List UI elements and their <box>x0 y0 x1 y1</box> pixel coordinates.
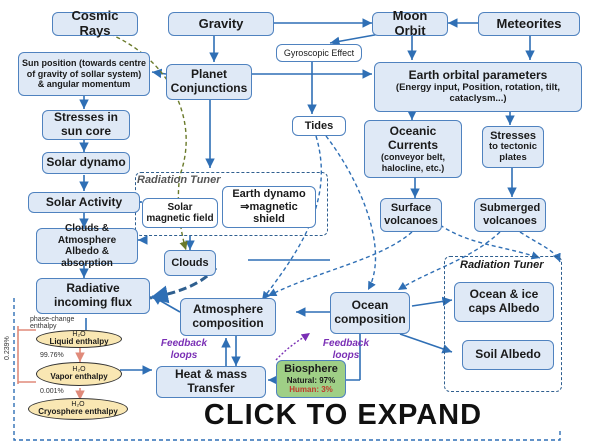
dashed-submerged-right <box>519 231 561 263</box>
node-earth-orbital-parameters[interactable]: Earth orbital parameters (Energy input, … <box>374 62 582 112</box>
node-ocean-ice-caps-albedo[interactable]: Ocean & ice caps Albedo <box>454 282 554 322</box>
node-soil-albedo[interactable]: Soil Albedo <box>462 340 554 370</box>
node-stresses-tectonic[interactable]: Stresses to tectonic plates <box>482 126 544 168</box>
dotted-biosphere-atmos <box>275 332 311 361</box>
node-surface-volcanoes[interactable]: Surface volcanoes <box>380 198 442 232</box>
phase-change-label: phase-change enthalpy <box>30 316 75 330</box>
node-gyroscopic-effect[interactable]: Gyroscopic Effect <box>276 44 362 62</box>
radiation-tuner-label-right: Radiation Tuner <box>460 259 544 271</box>
dashed-volcano-right <box>439 224 541 260</box>
feedback-loops-label-1: Feedback loops <box>160 338 208 361</box>
node-oceanic-currents[interactable]: Oceanic Currents (conveyor belt, halocli… <box>364 120 462 178</box>
dashed-cosmic-clouds <box>109 33 188 251</box>
pct-side: 0.239% <box>4 336 11 360</box>
feedback-loops-label-2: Feedback loops <box>322 338 370 361</box>
arrow-ocean-albedo <box>411 296 453 307</box>
node-stresses-sun-core[interactable]: Stresses in sun core <box>42 110 130 140</box>
dashed-bottom-loop <box>13 298 561 441</box>
node-heat-mass-transfer[interactable]: Heat & mass Transfer <box>156 366 266 398</box>
node-gravity[interactable]: Gravity <box>168 12 274 36</box>
node-tides[interactable]: Tides <box>292 116 346 136</box>
dashed-submerged-ocean <box>397 231 501 291</box>
node-cosmic-rays[interactable]: Cosmic Rays <box>52 8 138 38</box>
node-planet-conjunctions[interactable]: Planet Conjunctions <box>166 64 252 100</box>
node-sun-position[interactable]: Sun position (towards centre of gravity … <box>18 52 150 96</box>
node-earth-dynamo[interactable]: Earth dynamo ⇒magnetic shield <box>222 186 316 228</box>
node-solar-dynamo[interactable]: Solar dynamo <box>42 152 130 174</box>
node-atmosphere-composition[interactable]: Atmosphere composition <box>180 298 276 336</box>
arrow-ocean-soil <box>399 333 453 354</box>
node-solar-magnetic-field[interactable]: Solar magnetic field <box>142 198 218 228</box>
pct-liquid: 99.76% <box>40 352 64 359</box>
node-meteorites[interactable]: Meteorites <box>478 12 580 36</box>
dashed-volcano-atmos <box>267 231 413 297</box>
arrow-planets-sunpos <box>151 68 167 79</box>
node-ocean-composition[interactable]: Ocean composition <box>330 292 410 334</box>
oval-cryosphere-enthalpy[interactable]: H₂O Cryosphere enthalpy <box>28 398 128 420</box>
node-clouds-atmosphere-albedo[interactable]: Clouds & Atmosphere Albedo & absorption <box>36 223 138 269</box>
arrow-moon-gyro <box>329 33 381 47</box>
node-biosphere[interactable]: Biosphere Natural: 97% Human: 3% <box>276 360 346 398</box>
radiation-tuner-group-right <box>444 256 562 392</box>
node-moon-orbit[interactable]: Moon Orbit <box>372 8 448 38</box>
radiation-tuner-label-left: Radiation Tuner <box>137 174 221 186</box>
dashed-tides-atmos <box>261 135 322 301</box>
node-radiative-incoming-flux[interactable]: Radiative incoming flux <box>36 278 150 314</box>
pct-vapor: 0.001% <box>40 388 64 395</box>
node-submerged-volcanoes[interactable]: Submerged volcanoes <box>474 198 546 232</box>
oval-vapor-enthalpy[interactable]: H₂O Vapor enthalpy <box>36 362 122 386</box>
arrow-atmos-flux <box>151 295 181 313</box>
dashed-tides-ocean <box>325 135 377 291</box>
node-solar-activity[interactable]: Solar Activity <box>28 192 140 213</box>
oval-liquid-enthalpy[interactable]: H₂O Liquid enthalpy <box>36 330 122 348</box>
click-to-expand-button[interactable]: CLICK TO EXPAND <box>203 398 483 431</box>
node-clouds[interactable]: Clouds <box>164 250 216 276</box>
